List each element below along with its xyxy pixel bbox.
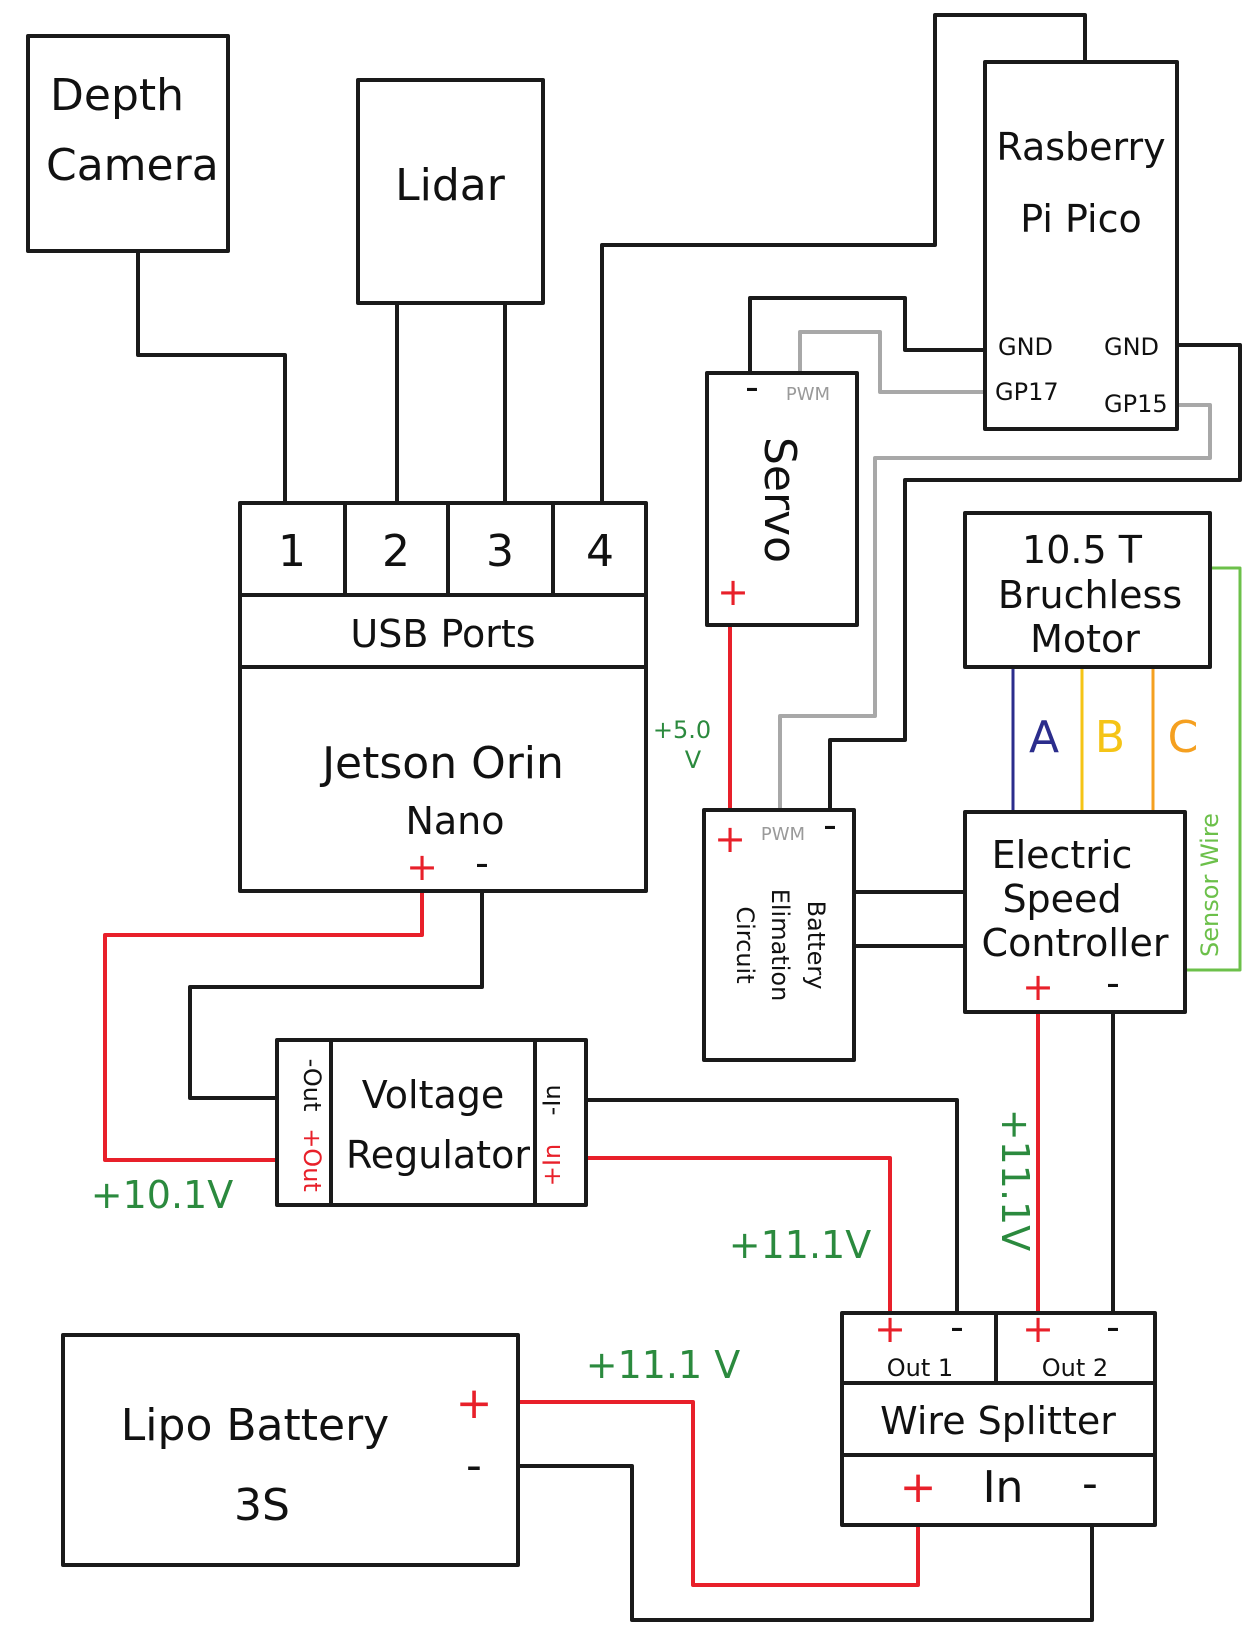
esc-plus: + xyxy=(1022,965,1054,1009)
phase-a-label: A xyxy=(1029,712,1059,763)
depth-camera: Depth Camera xyxy=(26,34,230,253)
motor-line2: Bruchless xyxy=(998,573,1182,617)
servo-minus: - xyxy=(745,365,759,409)
wire-jetson-positive xyxy=(103,890,424,1162)
wire-sensor xyxy=(1185,566,1242,972)
splitter-out2-plus: + xyxy=(1022,1307,1054,1351)
usb-port-2: 2 xyxy=(382,526,410,577)
regulator-line2: Regulator xyxy=(346,1133,530,1177)
esc-line3: Controller xyxy=(982,921,1169,965)
pico-gp17: GP17 xyxy=(995,378,1059,406)
usb-port-4: 4 xyxy=(586,526,614,577)
esc-voltage-label: +11.1V xyxy=(993,1109,1037,1251)
depth-camera-line2: Camera xyxy=(46,140,219,191)
esc-line2: Speed xyxy=(1002,877,1121,921)
regulator-out-minus: -Out xyxy=(298,1059,326,1112)
regulator-out-plus: +Out xyxy=(298,1128,326,1192)
phase-c-label: C xyxy=(1168,712,1199,763)
regulator-in-minus: -In xyxy=(538,1085,566,1116)
jetson-orin-nano: 1 2 3 4 USB Ports Jetson Orin Nano + - xyxy=(238,501,648,893)
wire-jetson-negative xyxy=(188,890,484,1100)
raspberry-pi-pico: Rasberry Pi Pico GND GND GP17 GP15 xyxy=(983,60,1179,431)
pico-line1: Rasberry xyxy=(996,125,1165,169)
usb-ports-label: USB Ports xyxy=(350,612,535,656)
wire-regulator-in-negative xyxy=(586,1098,959,1313)
electric-speed-controller: Electric Speed Controller + - xyxy=(963,810,1187,1014)
wires xyxy=(103,13,1242,1622)
jetson-line2: Nano xyxy=(405,799,504,843)
splitter-out1-label: Out 1 xyxy=(887,1354,953,1382)
jetson-minus: - xyxy=(475,841,489,885)
bec-pwm: PWM xyxy=(761,824,805,845)
jetson-voltage-label: +10.1V xyxy=(91,1173,233,1217)
voltage-regulator: -Out +Out Voltage Regulator -In +In xyxy=(275,1038,588,1207)
esc-minus: - xyxy=(1106,961,1120,1005)
jetson-plus: + xyxy=(406,845,438,889)
servo-voltage-label-1: +5.0 xyxy=(653,716,711,744)
pico-gnd-left: GND xyxy=(998,333,1053,361)
battery-minus: - xyxy=(466,1440,482,1491)
depth-camera-line1: Depth xyxy=(50,70,184,121)
usb-port-1: 1 xyxy=(278,526,306,577)
wire-pico-gnd-bec xyxy=(828,343,1242,810)
motor-line3: Motor xyxy=(1030,617,1140,661)
bec-line3: Circuit xyxy=(731,906,759,983)
splitter-in-plus: + xyxy=(900,1462,937,1513)
pico-gnd-right: GND xyxy=(1104,333,1159,361)
wire-pico-gp15-bec xyxy=(778,403,1212,810)
servo-plus: + xyxy=(717,570,749,614)
servo: - PWM Servo + xyxy=(705,365,859,627)
battery-elimination-circuit: + PWM - Battery Elimation Circuit xyxy=(702,803,856,1062)
bec-plus: + xyxy=(714,817,746,861)
wire-splitter: + - + - Out 1 Out 2 Wire Splitter + In - xyxy=(840,1305,1157,1527)
phase-b-label: B xyxy=(1095,712,1125,763)
pico-gp15: GP15 xyxy=(1104,390,1168,418)
brushless-motor: 10.5 T Bruchless Motor A B C xyxy=(963,511,1212,763)
wire-camera-usb1 xyxy=(136,250,287,503)
splitter-in-minus: - xyxy=(1082,1458,1098,1509)
wire-usb4-pico xyxy=(600,13,1087,503)
usb-port-3: 3 xyxy=(486,526,514,577)
esc-line1: Electric xyxy=(992,833,1133,877)
battery-voltage-label: +11.1 V xyxy=(586,1343,741,1387)
bec-line2: Elimation xyxy=(766,889,794,1002)
motor-line1: 10.5 T xyxy=(1022,528,1143,572)
wire-regulator-in-positive xyxy=(586,1156,892,1313)
wire-pico-gp17-servo xyxy=(798,330,990,394)
bec-minus: - xyxy=(823,803,837,847)
wire-battery-negative xyxy=(520,1464,1094,1622)
battery-line1: Lipo Battery xyxy=(121,1400,389,1451)
servo-label: Servo xyxy=(754,437,805,563)
lidar: Lidar xyxy=(356,78,545,305)
splitter-out2-label: Out 2 xyxy=(1042,1354,1108,1382)
splitter-out1-plus: + xyxy=(874,1307,906,1351)
regulator-line1: Voltage xyxy=(362,1073,505,1117)
splitter-label: Wire Splitter xyxy=(880,1399,1116,1443)
regulator-in-plus: +In xyxy=(538,1144,566,1186)
splitter-out1-minus: - xyxy=(950,1305,964,1349)
battery-line2: 3S xyxy=(234,1480,290,1531)
wire-pico-gnd-servo xyxy=(748,296,990,373)
lipo-battery: Lipo Battery 3S + - xyxy=(61,1333,520,1567)
splitter-out2-minus: - xyxy=(1106,1305,1120,1349)
lidar-label: Lidar xyxy=(395,160,506,211)
wire-battery-positive xyxy=(520,1400,920,1587)
bec-line1: Battery xyxy=(802,901,830,990)
sensor-wire-label: Sensor Wire xyxy=(1196,813,1224,957)
jetson-line1: Jetson Orin xyxy=(319,738,564,789)
servo-pwm: PWM xyxy=(786,384,830,405)
servo-voltage-label-2: V xyxy=(685,746,702,774)
battery-plus: + xyxy=(456,1378,493,1429)
splitter-in-label: In xyxy=(983,1462,1024,1513)
pico-line2: Pi Pico xyxy=(1020,197,1142,241)
regulator-voltage-label: +11.1V xyxy=(729,1223,871,1267)
